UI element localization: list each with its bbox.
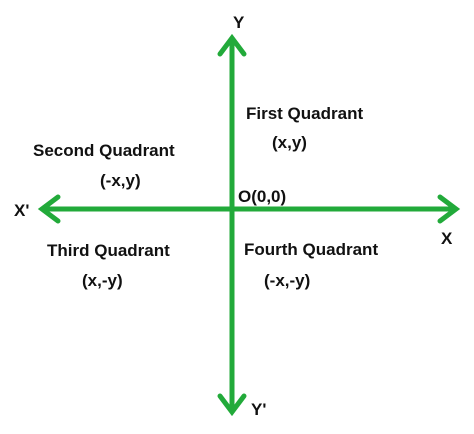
- x-axis-right-arrowhead: [437, 194, 461, 224]
- y-axis-bottom-arrowhead: [217, 393, 247, 417]
- third-quadrant-coords: (x,-y): [82, 271, 123, 290]
- y-positive-label: Y: [233, 13, 245, 32]
- fourth-quadrant-coords: (-x,-y): [264, 271, 311, 290]
- second-quadrant-coords: (-x,y): [100, 171, 141, 190]
- y-axis-top-arrowhead: [217, 33, 247, 57]
- x-negative-label: X': [14, 201, 30, 220]
- x-positive-label: X: [441, 229, 453, 248]
- x-axis-left-arrowhead: [37, 194, 61, 224]
- second-quadrant-name: Second Quadrant: [33, 141, 175, 160]
- origin-label: O(0,0): [238, 187, 287, 206]
- third-quadrant-name: Third Quadrant: [47, 241, 170, 260]
- first-quadrant-coords: (x,y): [272, 133, 307, 152]
- y-negative-label: Y': [251, 400, 267, 419]
- first-quadrant-name: First Quadrant: [246, 104, 364, 123]
- fourth-quadrant-name: Fourth Quadrant: [244, 240, 379, 259]
